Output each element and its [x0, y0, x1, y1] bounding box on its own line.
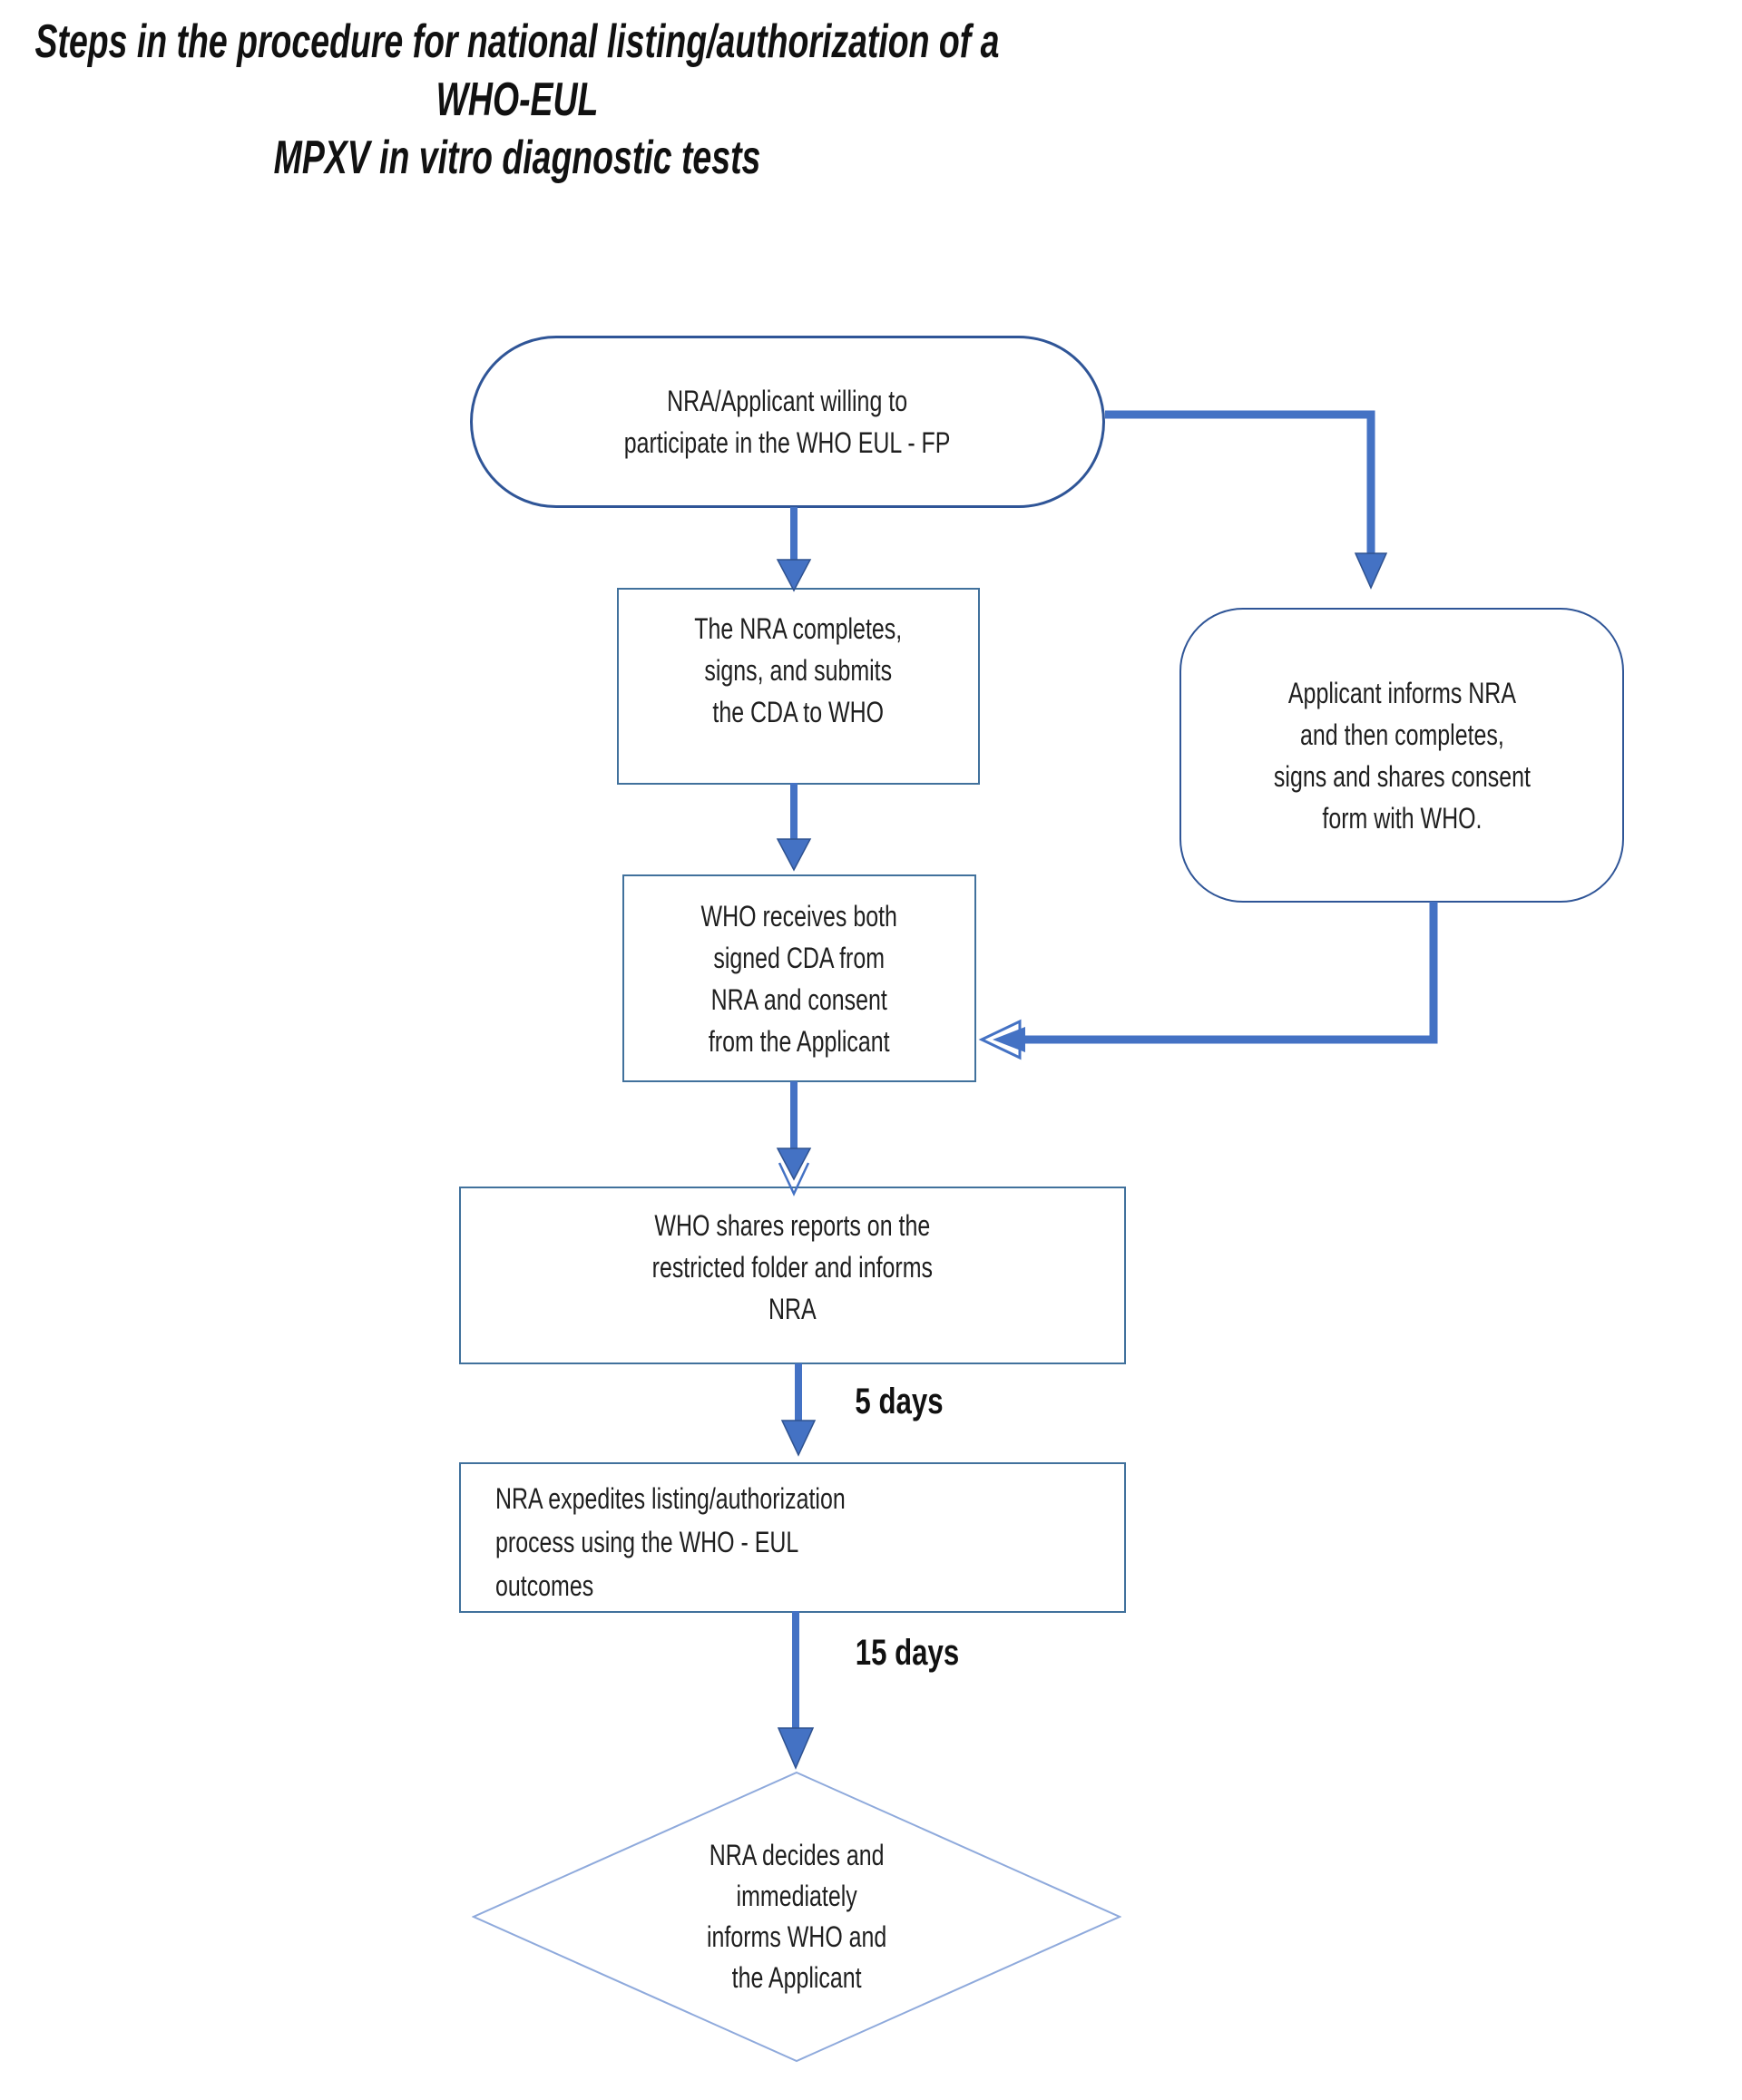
- node-start-label: NRA/Applicant willing to participate in …: [624, 385, 951, 459]
- arrow-applicant-consent-to-who-receives: [978, 902, 1438, 1060]
- node-who-shares: WHO shares reports on the restricted fol…: [459, 1187, 1126, 1364]
- edge-label-5-days: 5 days: [855, 1381, 944, 1421]
- node-applicant-consent: Applicant informs NRA and then completes…: [1179, 608, 1624, 903]
- edge-label-15-days: 15 days: [855, 1632, 960, 1673]
- node-nra-cda: The NRA completes, signs, and submits th…: [617, 588, 980, 785]
- node-nra-decides: NRA decides and immediately informs WHO …: [524, 1837, 1069, 1996]
- node-nra-expedites: NRA expedites listing/authorization proc…: [459, 1462, 1126, 1613]
- arrow-who-shares-to-nra-expedites: [780, 1363, 817, 1457]
- node-nra-expedites-label: NRA expedites listing/authorization proc…: [495, 1482, 846, 1602]
- page-title: Steps in the procedure for national list…: [34, 15, 1000, 184]
- arrow-who-receives-to-who-shares: [776, 1081, 812, 1197]
- node-nra-decides-label: NRA decides and immediately informs WHO …: [706, 1838, 887, 1994]
- node-start: NRA/Applicant willing to participate in …: [470, 336, 1105, 508]
- arrow-start-to-nra-cda: [776, 507, 812, 592]
- node-nra-decides-shape: [472, 1771, 1121, 2063]
- node-applicant-consent-label: Applicant informs NRA and then completes…: [1273, 676, 1531, 835]
- arrow-nra-expedites-to-nra-decides: [777, 1611, 815, 1770]
- arrow-start-to-applicant-consent: [1105, 410, 1388, 590]
- node-who-receives-label: WHO receives both signed CDA from NRA an…: [700, 899, 898, 1058]
- node-who-receives: WHO receives both signed CDA from NRA an…: [622, 874, 976, 1082]
- arrow-nra-cda-to-who-receives: [776, 783, 812, 872]
- node-nra-cda-label: The NRA completes, signs, and submits th…: [694, 612, 903, 728]
- node-who-shares-label: WHO shares reports on the restricted fol…: [651, 1209, 934, 1325]
